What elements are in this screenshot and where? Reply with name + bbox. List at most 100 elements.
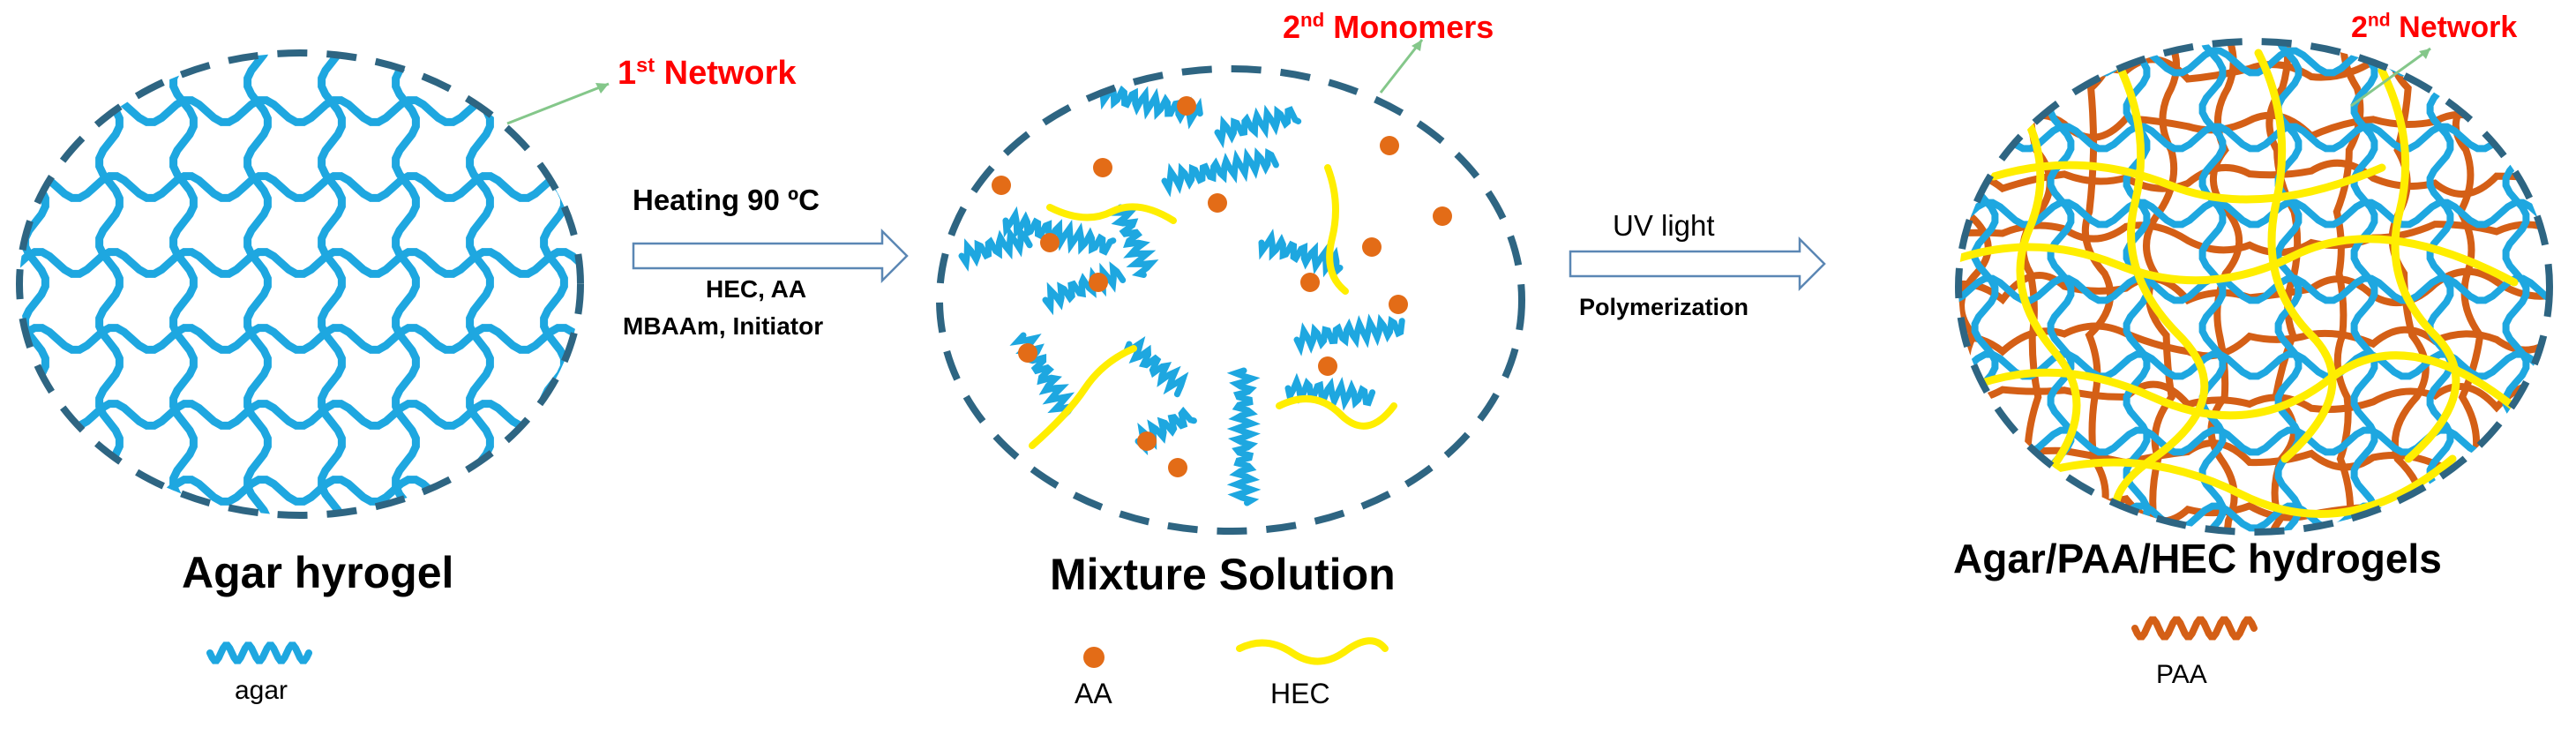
aa-monomer: [1018, 343, 1037, 363]
aa-monomer: [1389, 295, 1408, 314]
pointer-line: [2350, 47, 2431, 108]
agar-chain: [1042, 261, 1127, 316]
aa-monomer: [1137, 431, 1157, 451]
paa-strand: [2143, 41, 2181, 532]
agar-strand: [2350, 41, 2378, 532]
hec-chain: [1046, 203, 1177, 224]
paa-strand: [1958, 159, 2550, 198]
hec-chain: [1958, 235, 2519, 287]
agar-strand: [392, 53, 420, 515]
aa-monomer: [1300, 273, 1320, 292]
agar-strand: [19, 172, 580, 202]
hec-chain: [2254, 49, 2337, 463]
agar-strand: [21, 53, 49, 515]
process-arrows: [632, 228, 1826, 292]
mixture-solution-title: Mixture Solution: [1050, 550, 1396, 599]
agar-strand: [19, 400, 580, 430]
legend-aa-dot: [1083, 647, 1105, 668]
agar-strand: [318, 53, 346, 515]
paa-strand: [1958, 41, 1992, 532]
agar-network-strands: [0, 25, 618, 515]
reagents-line1-label: HEC, AA: [706, 275, 807, 303]
dashed-boundary: [16, 49, 584, 519]
agar-chain: [1120, 336, 1189, 398]
agar-strand: [2426, 41, 2454, 532]
second-network-label: 2nd Network: [2351, 10, 2518, 44]
legend-hec-strand: [1236, 637, 1389, 665]
agar-strand: [169, 53, 198, 515]
legend-agar-label: agar: [235, 676, 288, 705]
hec-chain: [1989, 161, 2386, 204]
agar-chain: [1293, 313, 1405, 356]
agar-strand: [1958, 274, 2550, 304]
agar-hydrogel-title: Agar hyrogel: [182, 548, 454, 597]
agar-strand: [243, 53, 272, 515]
final-hydrogel-title: Agar/PAA/HEC hydrogels: [1953, 536, 2442, 581]
agar-chain: [1161, 147, 1279, 198]
polymerization-label: Polymerization: [1579, 294, 1749, 320]
pointer-arrowhead: [595, 83, 609, 94]
agar-strand: [95, 53, 124, 515]
legend-symbols: [206, 616, 2258, 668]
agar-strand: [466, 53, 494, 515]
agar-strand: [19, 476, 580, 506]
aa-monomer: [1040, 233, 1060, 252]
mixture-panel: [936, 65, 1525, 535]
agar-strand: [1958, 199, 2550, 229]
hec-chain: [1324, 164, 1349, 295]
aa-monomer: [1093, 158, 1112, 177]
dashed-boundary: [936, 65, 1525, 535]
aa-monomer: [1433, 206, 1452, 226]
paa-strand: [2081, 41, 2115, 532]
agar-chain: [1226, 367, 1262, 506]
hec-chain: [2378, 66, 2460, 463]
agar-strand: [19, 248, 580, 278]
legend-paa-label: PAA: [2156, 660, 2207, 689]
pointer-line: [506, 82, 610, 125]
pointer-arrowhead: [2419, 49, 2430, 59]
aa-monomer: [992, 176, 1011, 195]
aa-monomer: [1362, 237, 1382, 257]
aa-monomer: [1168, 458, 1187, 477]
legend-agar-strand: [206, 641, 312, 664]
agar-strand: [0, 25, 618, 47]
aa-monomer: [1208, 193, 1227, 213]
agar-strand: [540, 53, 568, 515]
aa-monomer: [1380, 136, 1399, 155]
reagents-line2-label: MBAAm, Initiator: [623, 312, 824, 340]
uv-light-label: UV light: [1613, 209, 1715, 242]
agar-strand: [2047, 41, 2075, 532]
legend-paa-strand: [2131, 616, 2258, 641]
agar-strand: [1958, 426, 2550, 456]
agar-strand: [19, 96, 580, 126]
dashed-boundary: [1955, 38, 2553, 536]
agar-strand: [2198, 41, 2227, 532]
step1-arrow: [632, 228, 909, 284]
aa-monomer: [1177, 96, 1196, 116]
agar-strand: [19, 324, 580, 354]
final-network-strands: [1958, 41, 2550, 532]
legend-hec-label: HEC: [1270, 678, 1330, 709]
second-monomers-label: 2nd Monomers: [1283, 9, 1494, 45]
agar-chain: [1105, 204, 1159, 278]
mixture-contents: [958, 79, 1452, 506]
hec-chain: [1276, 395, 1397, 430]
step2-arrow: [1569, 236, 1826, 292]
pointer-arrowhead: [1412, 40, 1422, 51]
hec-chain: [2025, 454, 2457, 518]
agar-network-panel: [0, 25, 618, 519]
agar-chain: [1214, 104, 1302, 149]
final-network-panel: [1955, 38, 2553, 536]
agar-chain: [1258, 229, 1344, 279]
agar-chain: [1002, 206, 1117, 256]
hec-chain: [1963, 351, 2527, 420]
agar-strand: [1958, 47, 2550, 77]
legend-aa-label: AA: [1075, 678, 1112, 709]
label-pointers: [506, 39, 2431, 125]
agar-chain: [958, 224, 1033, 272]
heating-label: Heating 90 ºC: [633, 184, 820, 216]
pointer-line: [1379, 39, 1424, 94]
aa-monomer: [1089, 273, 1108, 292]
